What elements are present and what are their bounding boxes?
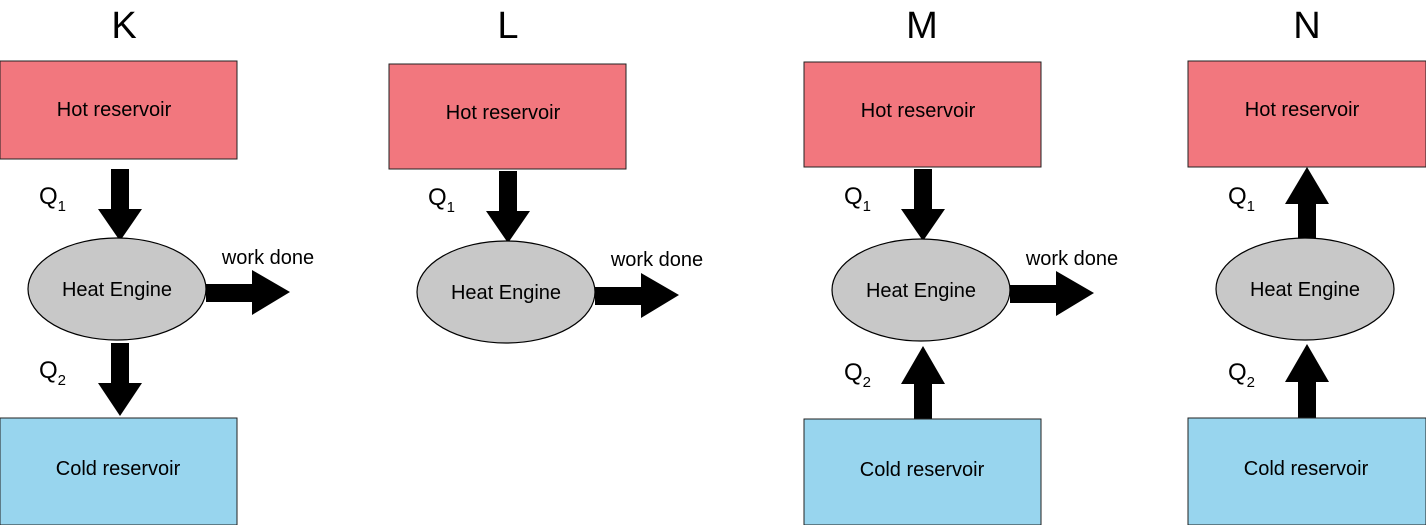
heat-engine-label: Heat Engine [62,279,172,301]
work-done-label: work done [610,249,703,271]
panel-letter: L [497,5,518,47]
work-done-label: work done [221,247,314,269]
q1-arrow-up [1285,167,1329,242]
heat-engine-label: Heat Engine [451,282,561,304]
panel-k: K Hot reservoir Q1 Heat Engine work done… [0,5,314,525]
q1-arrow-down [486,171,530,243]
q1-arrow-down [98,169,142,241]
heat-engine-label: Heat Engine [866,280,976,302]
q1-label: Q1 [39,183,66,215]
q1-arrow-down [901,169,945,241]
panel-letter: K [111,5,136,47]
q1-label: Q1 [1228,183,1255,215]
cold-reservoir-box [803,418,1042,525]
work-arrow [595,273,679,318]
q2-arrow-down [98,343,142,416]
hot-reservoir-box [1187,60,1426,168]
hot-reservoir-label: Hot reservoir [57,99,172,121]
heat-engine-ellipse [1215,237,1395,341]
panel-n: N Hot reservoir Q1 Heat Engine Q2 Cold r… [1187,5,1426,525]
q2-arrow-up [901,346,945,419]
panel-l: L Hot reservoir Q1 Heat Engine work done [388,5,703,344]
cold-reservoir-label: Cold reservoir [1244,458,1369,480]
work-arrow [206,270,290,315]
hot-reservoir-box [803,61,1042,168]
panel-m: M Hot reservoir Q1 Heat Engine work done… [803,5,1118,525]
work-arrow [1010,271,1094,316]
q2-label: Q2 [1228,359,1255,391]
cold-reservoir-box [1187,417,1426,525]
q1-label: Q1 [844,183,871,215]
hot-reservoir-label: Hot reservoir [1245,99,1360,121]
hot-reservoir-label: Hot reservoir [861,100,976,122]
hot-reservoir-label: Hot reservoir [446,102,561,124]
heat-engine-label: Heat Engine [1250,279,1360,301]
q2-label: Q2 [39,357,66,389]
panel-letter: N [1293,5,1320,47]
cold-reservoir-box [0,417,238,525]
q2-label: Q2 [844,359,871,391]
work-done-label: work done [1025,248,1118,270]
hot-reservoir-box [0,60,238,160]
hot-reservoir-box [388,63,627,170]
q1-label: Q1 [428,184,455,216]
panel-letter: M [906,5,938,47]
cold-reservoir-label: Cold reservoir [56,458,181,480]
cold-reservoir-label: Cold reservoir [860,459,985,481]
q2-arrow-up [1285,344,1329,418]
